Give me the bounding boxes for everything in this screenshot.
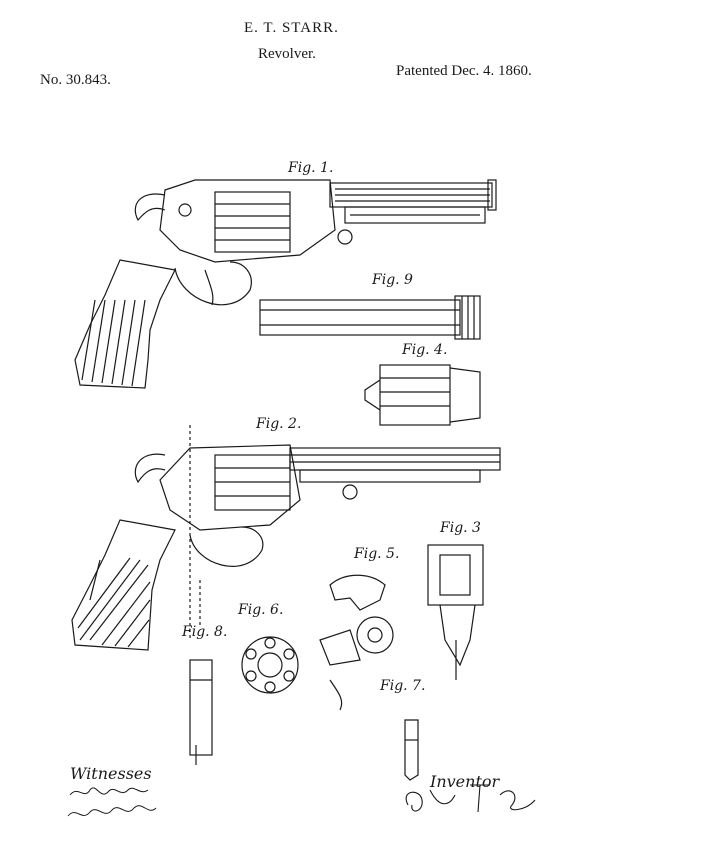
fig4-cylinder <box>364 364 481 426</box>
patent-date: Patented Dec. 4. 1860. <box>396 63 532 79</box>
fig7-part <box>404 719 419 781</box>
witness-signature-1 <box>69 787 149 796</box>
fig2-frame <box>159 444 301 531</box>
fig1-revolver-side-view <box>74 179 497 389</box>
fig2-trigger-guard <box>189 526 264 567</box>
patent-title: Revolver. <box>258 46 316 62</box>
fig3-label: Fig. 3 <box>440 520 481 536</box>
fig5-lock-mechanism <box>319 574 394 711</box>
inventor-label: Inventor <box>430 772 500 791</box>
fig9-barrel-detail <box>259 295 481 340</box>
fig1-grip <box>74 259 176 389</box>
witnesses-label: Witnesses <box>70 764 152 783</box>
inventor-signature <box>405 784 536 813</box>
fig1-frame <box>159 179 336 263</box>
fig2-grip <box>71 519 176 651</box>
fig5-label: Fig. 5. <box>354 546 400 562</box>
fig3-end-view <box>427 544 484 680</box>
fig8-label: Fig. 8. <box>182 624 228 640</box>
fig1-label: Fig. 1. <box>288 160 334 176</box>
fig2-revolver-section <box>71 425 501 651</box>
inventor-name: E. T. STARR. <box>244 20 339 36</box>
fig6-cylinder-face <box>241 636 299 694</box>
fig2-barrel <box>289 447 501 471</box>
fig1-hammer <box>134 193 166 222</box>
fig7-label: Fig. 7. <box>380 678 426 694</box>
fig1-rammer-rod <box>344 206 486 224</box>
fig1-trigger-guard <box>174 261 252 306</box>
patent-number: No. 30.843. <box>40 72 111 88</box>
fig8-part <box>189 659 213 765</box>
fig1-cylinder <box>214 191 291 253</box>
fig9-label: Fig. 9 <box>372 272 413 288</box>
witness-signature-2 <box>67 805 157 817</box>
fig2-label: Fig. 2. <box>256 416 302 432</box>
fig6-label: Fig. 6. <box>238 602 284 618</box>
fig4-label: Fig. 4. <box>402 342 448 358</box>
